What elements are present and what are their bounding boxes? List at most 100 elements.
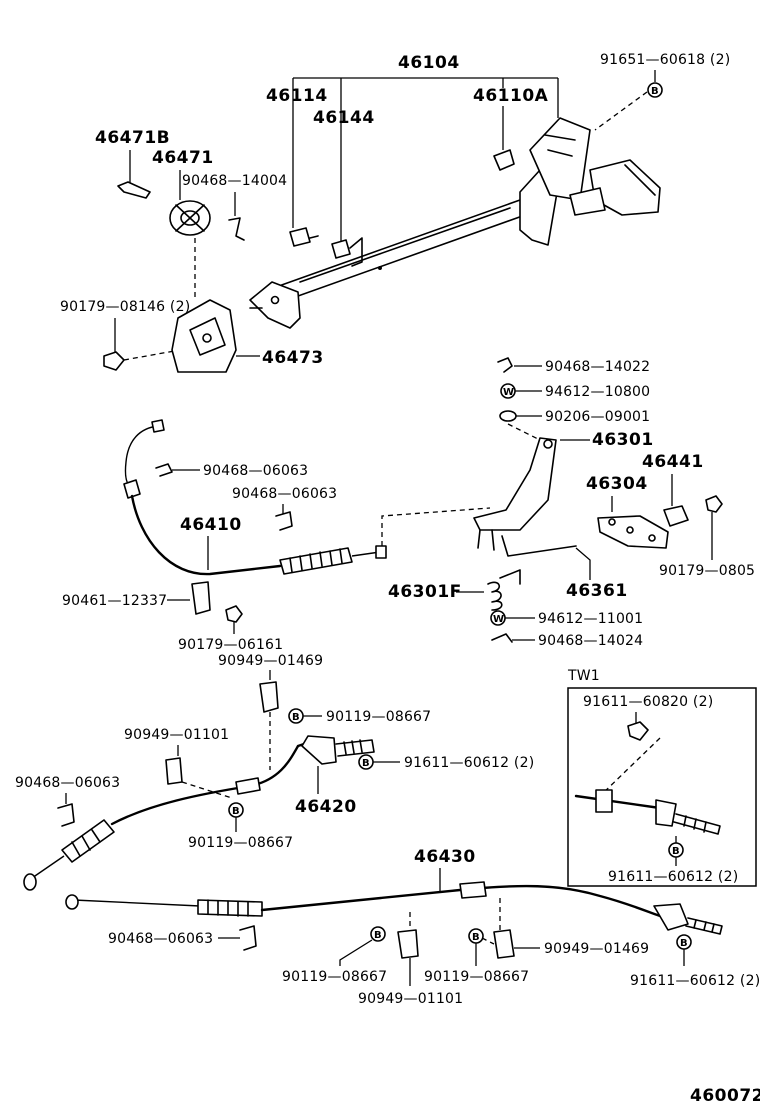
- nut-90179-06161: [225, 605, 243, 623]
- pin-46471b: [117, 181, 151, 199]
- clamp-90949-01469-a: [259, 681, 279, 713]
- tw1-detail-group: TW1 91611—60820 (2) B 91611—60612 (2): [567, 668, 757, 887]
- bolt-symbol-letter-a: B: [292, 712, 300, 723]
- bolt-symbol-letter-f: B: [472, 932, 480, 943]
- label-90179-08146: 90179—08146 (2): [60, 299, 190, 315]
- lever-46301: [473, 437, 557, 531]
- label-90179-0805: 90179—0805: [659, 563, 755, 579]
- label-46420: 46420: [295, 797, 357, 817]
- label-46471b: 46471B: [95, 128, 170, 148]
- cable-46430-bracket: [653, 903, 689, 931]
- cable-46430-end: [73, 899, 201, 907]
- nut-46144: [331, 239, 351, 259]
- intermediate-lever-group: 90468—14022 W 94612—10800 90206—09001 46…: [388, 357, 755, 649]
- tw1-detail-box: [567, 687, 757, 887]
- label-90461-12337: 90461—12337: [62, 593, 167, 609]
- lever-housing: [529, 117, 591, 201]
- label-tw1: TW1: [567, 668, 600, 684]
- label-94612-11001: 94612—11001: [538, 611, 643, 627]
- label-46473: 46473: [262, 348, 324, 368]
- label-90119-08667-c: 90119—08667: [282, 969, 387, 985]
- label-90468-06063-b: 90468—06063: [232, 486, 337, 502]
- bolt-symbol-letter: B: [651, 86, 659, 97]
- label-90468-06063-c: 90468—06063: [15, 775, 120, 791]
- washer-symbol-letter-2: W: [493, 614, 504, 625]
- label-91611-60820: 91611—60820 (2): [583, 694, 713, 710]
- clamp-90949-01101-a: [165, 757, 183, 785]
- label-90468-14022: 90468—14022: [545, 359, 650, 375]
- clip-90468-14024: [491, 633, 513, 643]
- label-90468-06063-d: 90468—06063: [108, 931, 213, 947]
- label-90468-14024: 90468—14024: [538, 633, 643, 649]
- washer-90206-09001: [499, 410, 517, 422]
- equalizer-group: 46471B 46471 90468—14004 90179—08146 (2)…: [60, 128, 324, 373]
- label-90206-09001: 90206—09001: [545, 409, 650, 425]
- label-46104: 46104: [398, 53, 460, 73]
- label-46114: 46114: [266, 86, 328, 106]
- label-46144: 46144: [313, 108, 375, 128]
- label-46110a: 46110A: [473, 86, 549, 106]
- label-94612-10800: 94612—10800: [545, 384, 650, 400]
- bolt-symbol-90119-c: [370, 926, 386, 942]
- cable-46410-boot: [279, 547, 353, 575]
- label-91651-60618: 91651—60618 (2): [600, 52, 730, 68]
- tw1-bracket: [655, 799, 677, 827]
- cable-46410-end: [124, 425, 159, 489]
- bolt-symbol-91651: [647, 82, 663, 98]
- clip-90468-06063-d: [239, 925, 257, 951]
- label-90468-06063-a: 90468—06063: [203, 463, 308, 479]
- label-90468-14004: 90468—14004: [182, 173, 287, 189]
- label-90949-01101-b: 90949—01101: [358, 991, 463, 1007]
- left-rear-cable-group: 90949—01469 B 90119—08667 90949—01101 B …: [15, 653, 534, 891]
- label-90949-01469-b: 90949—01469: [544, 941, 649, 957]
- label-90179-06161: 90179—06161: [178, 637, 283, 653]
- nut-90179-08146: [103, 351, 125, 371]
- label-90949-01101-a: 90949—01101: [124, 727, 229, 743]
- label-90119-08667-b: 90119—08667: [188, 835, 293, 851]
- diagram-code: 460072: [690, 1086, 760, 1106]
- lever-assembly-group: 46104 46114 46144 46110A 91651—60618 (2)…: [249, 52, 730, 329]
- right-rear-cable-group: 46430 90468—06063 90949—01101 B 90119—08…: [65, 847, 760, 1007]
- label-46471: 46471: [152, 148, 214, 168]
- label-46410: 46410: [180, 515, 242, 535]
- clamp-90461-12337: [191, 581, 211, 615]
- clip-90468-06063-b: [275, 511, 293, 531]
- cable-46420: [110, 740, 312, 826]
- bolt-symbol-letter-c: B: [362, 758, 370, 769]
- bolt-symbol-letter-e: B: [374, 930, 382, 941]
- washer-symbol-letter: W: [503, 387, 514, 398]
- rod-46361: [501, 535, 577, 557]
- pivot-plate: [249, 281, 301, 329]
- clip-90468-14004: [228, 217, 245, 241]
- label-46430: 46430: [414, 847, 476, 867]
- nut-90179-0805: [705, 495, 723, 513]
- label-91611-60612-c: 91611—60612 (2): [630, 973, 760, 989]
- label-46441: 46441: [642, 452, 704, 472]
- cap-46110a: [493, 149, 515, 171]
- cable-46420-boot: [61, 819, 115, 863]
- label-46301f: 46301F: [388, 582, 462, 602]
- cable-46430: [260, 884, 662, 918]
- bolt-91611-60820: [627, 721, 649, 741]
- label-46361: 46361: [566, 581, 628, 601]
- label-91611-60612-a: 91611—60612 (2): [404, 755, 534, 771]
- label-90119-08667-a: 90119—08667: [326, 709, 431, 725]
- cable-46410: [130, 494, 282, 576]
- pin-46114: [289, 227, 311, 247]
- label-46301: 46301: [592, 430, 654, 450]
- label-46304: 46304: [586, 474, 648, 494]
- tw1-cable: [574, 794, 662, 810]
- clip-90468-06063-c: [57, 803, 75, 827]
- cable-46430-boot: [197, 899, 263, 917]
- bolt-symbol-letter-d: B: [672, 846, 680, 857]
- cap-46441: [663, 505, 689, 527]
- clip-90468-14022: [497, 357, 513, 373]
- clip-90468-06063-a: [155, 463, 173, 477]
- front-cable-group: 46410 90468—06063 90468—06063 90461—1233…: [62, 419, 491, 653]
- bracket-46420: [301, 735, 337, 765]
- bolt-symbol-letter-b: B: [232, 806, 240, 817]
- label-90949-01469-a: 90949—01469: [218, 653, 323, 669]
- spring-46301f: [487, 569, 521, 611]
- bolt-symbol-letter-g: B: [680, 938, 688, 949]
- label-91611-60612-tw1: 91611—60612 (2): [608, 869, 738, 885]
